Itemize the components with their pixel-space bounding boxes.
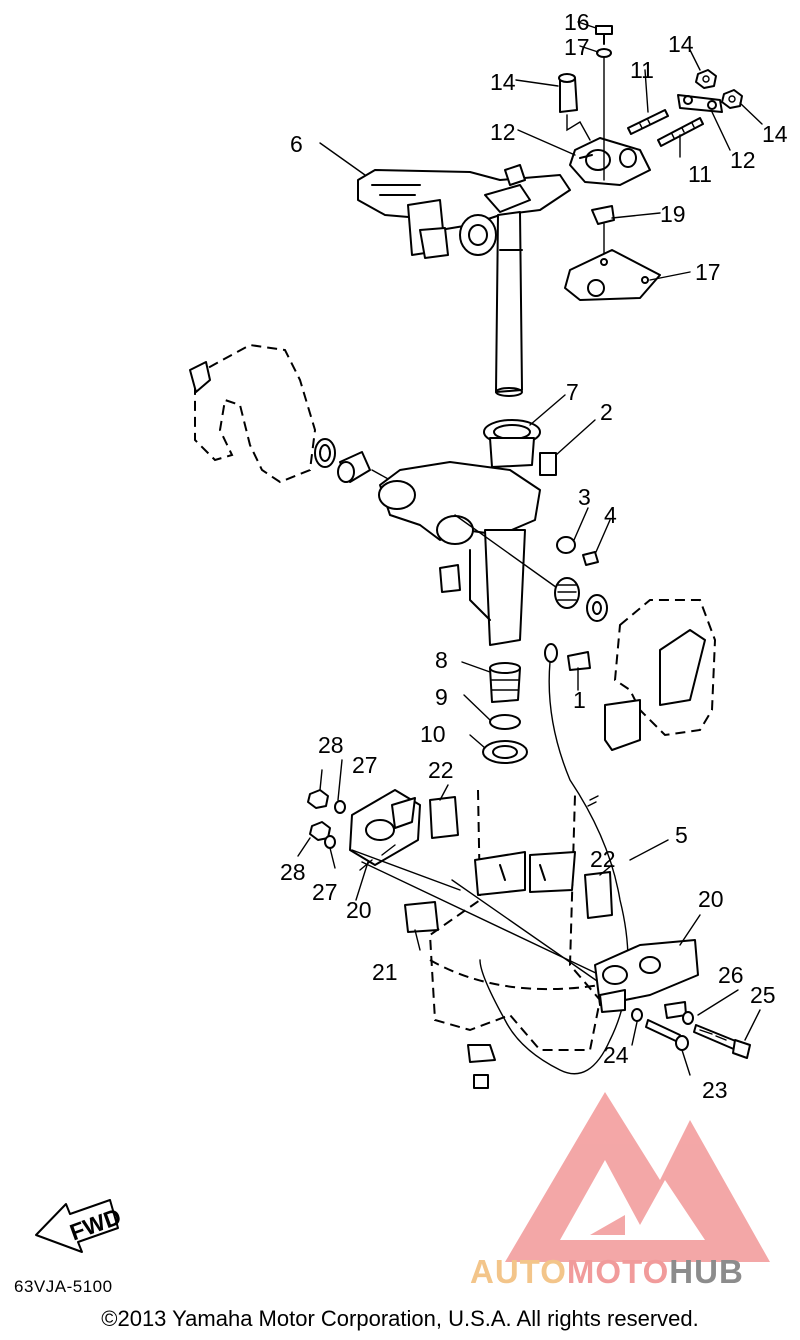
callout-labels: 16 17 14 12 6 11 11 14 14 12 19 17 7 2 3… <box>280 9 788 1103</box>
callout-25: 25 <box>750 982 776 1008</box>
callout-16: 19 <box>660 201 686 227</box>
callout-21: 21 <box>372 959 398 985</box>
watermark-hub: HUB <box>669 1253 744 1290</box>
callout-6: 6 <box>290 131 303 157</box>
callout-27b: 27 <box>312 879 338 905</box>
steering-bracket <box>357 25 743 397</box>
callout-20a: 20 <box>346 897 372 923</box>
fwd-arrow-icon: FWD <box>35 1199 124 1253</box>
callout-22a: 22 <box>428 757 454 783</box>
callout-8: 8 <box>435 647 448 673</box>
callout-5: 5 <box>675 822 688 848</box>
left-clamp-parts <box>307 789 611 991</box>
swivel-bracket <box>378 419 561 646</box>
callout-10: 10 <box>420 721 446 747</box>
callout-28a: 28 <box>318 732 344 758</box>
callout-26: 26 <box>718 962 744 988</box>
callout-20b: 20 <box>698 886 724 912</box>
callout-28b: 28 <box>280 859 306 885</box>
watermark-auto: AUTO <box>470 1253 567 1290</box>
right-clamp-cover <box>604 599 717 751</box>
callout-14b: 14 <box>762 121 788 147</box>
callout-4: 4 <box>604 502 617 528</box>
callout-11a: 11 <box>630 57 654 83</box>
callout-24: 24 <box>603 1042 629 1068</box>
callout-3: 3 <box>578 484 591 510</box>
left-clamp-cover <box>189 343 317 484</box>
callout-7: 7 <box>566 379 579 405</box>
callout-12: 12 <box>490 119 516 145</box>
lower-bushing-parts <box>482 662 528 764</box>
callout-14a: 14 <box>668 31 694 57</box>
callout-27a: 27 <box>352 752 378 778</box>
callout-2: 2 <box>600 399 613 425</box>
fwd-label: FWD <box>66 1203 124 1245</box>
watermark-moto: MOTO <box>566 1253 670 1290</box>
callout-17: 17 <box>695 259 721 285</box>
callout-15: 14 <box>490 69 516 95</box>
copyright-notice: ©2013 Yamaha Motor Corporation, U.S.A. A… <box>101 1306 699 1331</box>
leader-lines <box>297 21 763 1076</box>
pivot-hardware-right <box>544 536 608 671</box>
callout-19: 17 <box>564 34 590 60</box>
lower-case-outline <box>428 789 602 1051</box>
watermark-logo <box>505 1092 770 1262</box>
callout-13: 12 <box>730 147 756 173</box>
callout-9: 9 <box>435 684 448 710</box>
callout-22b: 22 <box>590 846 616 872</box>
pivot-hardware-left <box>314 438 391 483</box>
callout-1: 1 <box>573 687 586 713</box>
watermark-text: AUTOMOTOHUB <box>470 1253 744 1291</box>
clamp-pads <box>404 796 613 933</box>
callout-11b: 11 <box>688 161 712 187</box>
callout-23: 23 <box>702 1077 728 1103</box>
callout-18: 16 <box>564 9 590 35</box>
part-code: 63VJA-5100 <box>14 1277 113 1296</box>
right-clamp-parts <box>594 939 751 1059</box>
